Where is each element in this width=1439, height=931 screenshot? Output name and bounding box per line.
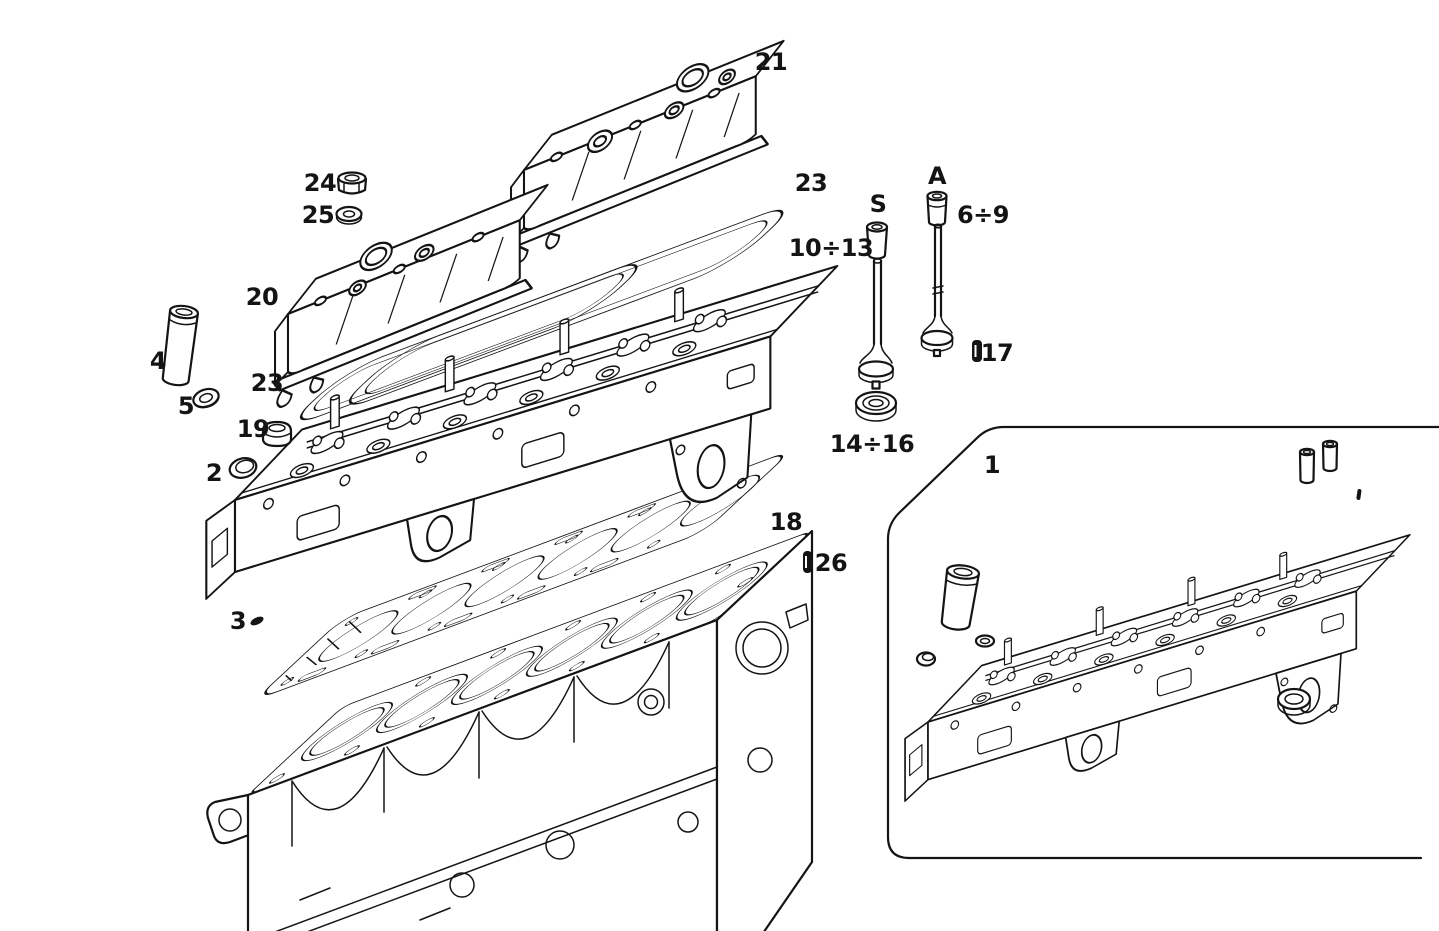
cap-nut-19 <box>261 420 293 448</box>
callout-3: 3 <box>230 607 246 635</box>
inset-tick <box>1356 489 1362 500</box>
inset-guide-small-2 <box>1321 439 1339 473</box>
callout-23-left: 23 <box>251 369 283 397</box>
callout-2: 2 <box>206 459 222 487</box>
nut-24 <box>336 171 368 195</box>
inset-guide-small-1 <box>1298 447 1316 485</box>
callout-14-16: 14÷16 <box>830 430 914 458</box>
inset-box <box>886 425 1439 860</box>
part-26-pin <box>803 551 812 573</box>
gasket-dowel <box>250 616 264 626</box>
callout-A: A <box>928 162 947 190</box>
inset-cup-plug <box>915 651 937 667</box>
callout-5: 5 <box>178 392 194 420</box>
seal-ring-5 <box>192 387 220 409</box>
callout-20: 20 <box>246 283 278 311</box>
intake-valve-group <box>920 190 954 358</box>
callout-25: 25 <box>302 201 334 229</box>
callout-19: 19 <box>237 415 269 443</box>
callout-26: 26 <box>815 549 847 577</box>
inset-o-ring-inner <box>979 637 991 645</box>
engine-block <box>206 529 814 931</box>
callout-1: 1 <box>984 451 1000 479</box>
washer-25 <box>335 205 363 225</box>
valve-guide-4 <box>161 304 200 387</box>
callout-23-right: 23 <box>795 169 827 197</box>
inset-valve-guide <box>940 564 981 631</box>
part-17-pin <box>972 340 982 362</box>
valve-cover-rear <box>507 39 785 268</box>
callout-S: S <box>870 190 887 218</box>
callout-10-13: 10÷13 <box>789 234 873 262</box>
callouts: 21 24 25 23 S A 6÷9 10÷13 20 4 17 23 5 1… <box>150 48 1014 635</box>
assembled-cylinder-head <box>905 511 1410 846</box>
cup-plug-2 <box>228 457 258 479</box>
inset-seal-ring <box>1276 687 1312 716</box>
callout-17: 17 <box>981 339 1013 367</box>
head-gasket <box>264 454 784 695</box>
valve-cover-front <box>271 183 549 412</box>
callout-4: 4 <box>150 347 166 375</box>
callout-24: 24 <box>304 169 336 197</box>
callout-21: 21 <box>755 48 787 76</box>
exhaust-valve-group <box>854 221 898 422</box>
inset-o-ring <box>974 634 996 648</box>
callout-6-9: 6÷9 <box>957 201 1009 229</box>
callout-18: 18 <box>770 508 802 536</box>
